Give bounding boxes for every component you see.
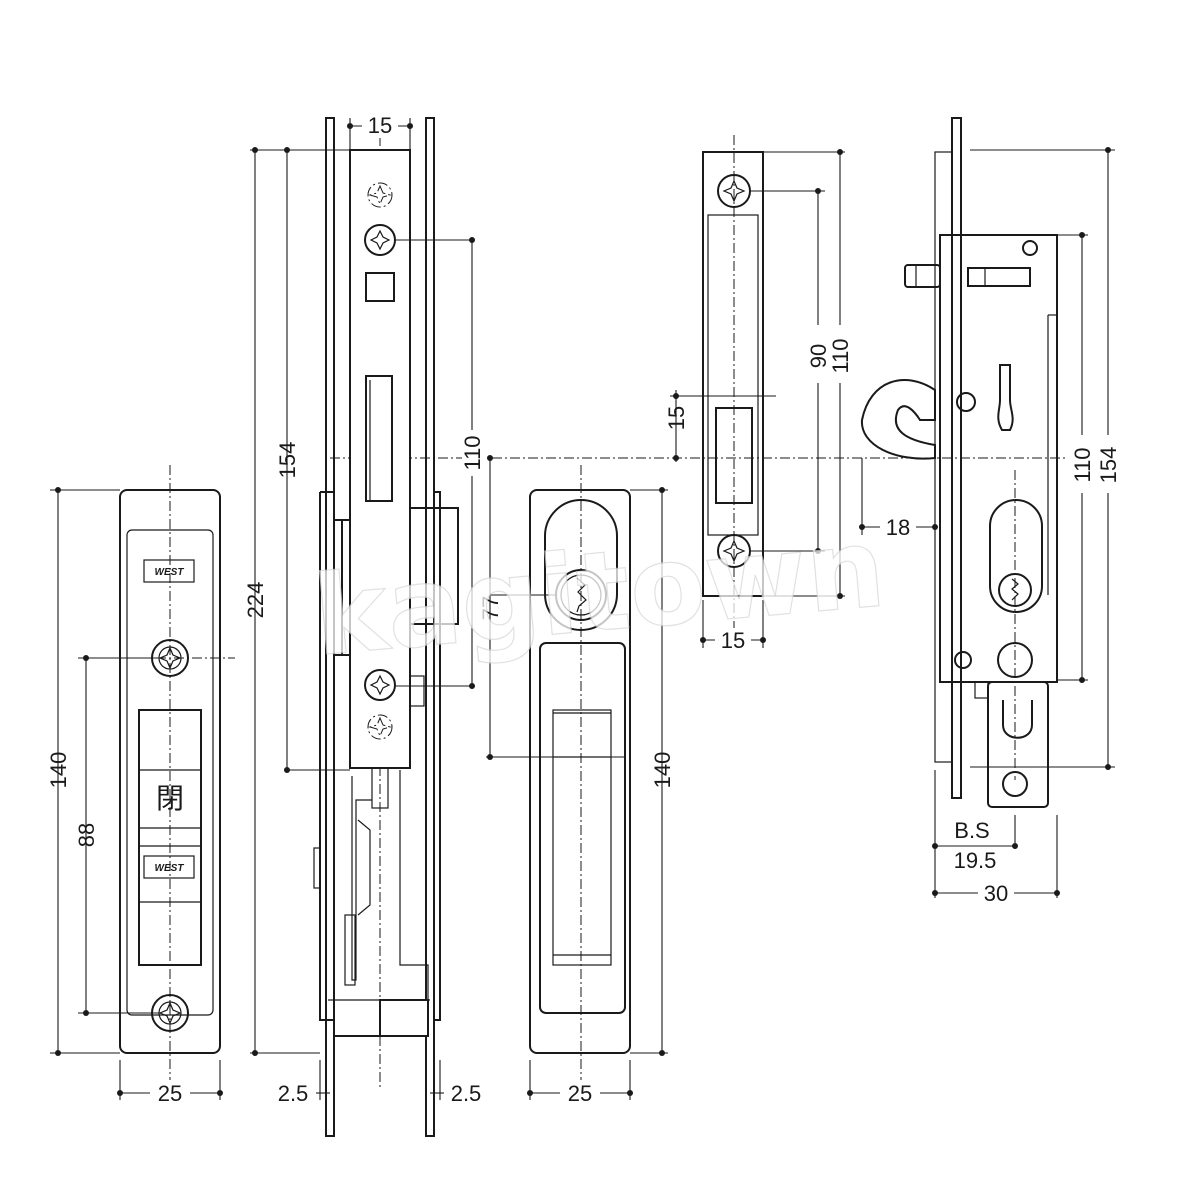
dim-88-screw-pitch: 88 xyxy=(74,823,99,847)
dim-2-5-left: 2.5 xyxy=(278,1081,309,1106)
thumb-turn-slot xyxy=(138,709,202,966)
brand-badge-bottom xyxy=(143,855,195,879)
dim-110-strike: 110 xyxy=(828,338,853,373)
tail-plate xyxy=(987,681,1049,808)
dim-2-5-right: 2.5 xyxy=(451,1081,482,1106)
keep-box xyxy=(409,507,459,625)
dim-90-strike: 90 xyxy=(806,344,831,368)
pull-plate-outline xyxy=(529,489,631,1054)
pull-pocket xyxy=(552,709,612,966)
lock-body-dimensions: 110 154 18 B.S 19.5 30 xyxy=(859,147,1121,906)
dim-18-hook: 18 xyxy=(886,515,910,540)
section-dimensions: 224 154 110 15 2.5 2.5 xyxy=(243,112,485,1106)
dim-110-body: 110 xyxy=(1070,447,1095,482)
screw-icon xyxy=(364,669,396,701)
dim-77: 77 xyxy=(478,596,503,620)
strike-dimensions: 90 110 15 15 xyxy=(664,149,853,654)
slide-slot xyxy=(967,267,1031,287)
cylinder-escutcheon xyxy=(544,499,618,631)
hook-bolt xyxy=(860,379,936,460)
closed-indicator: 閉 xyxy=(156,782,184,815)
section-view xyxy=(313,117,475,1137)
dim-154-section: 154 xyxy=(275,442,300,479)
dim-154-body: 154 xyxy=(1096,447,1121,484)
indoor-handle-view: WEST 閉 WEST xyxy=(119,465,235,1080)
dim-140-indoor: 140 xyxy=(46,752,71,789)
dim-19-5: 19.5 xyxy=(954,848,997,873)
pull-recess xyxy=(539,642,626,1014)
lock-faceplate xyxy=(349,149,411,769)
dim-15-faceplate: 15 xyxy=(368,113,392,138)
brand-badge-top xyxy=(143,559,195,583)
brand-badge-top-text: WEST xyxy=(155,567,185,578)
dim-140-pull: 140 xyxy=(650,752,675,789)
strike-plate-view xyxy=(702,135,825,650)
dim-25-pull: 25 xyxy=(568,1081,592,1106)
outdoor-pull-view xyxy=(490,465,631,1080)
dim-224: 224 xyxy=(243,582,268,619)
strike-plate-outline xyxy=(702,151,764,597)
cylinder-slot xyxy=(989,499,1043,613)
dead-pin xyxy=(904,264,941,288)
dim-15-strike-width: 15 xyxy=(721,628,745,653)
dim-25-indoor: 25 xyxy=(158,1081,182,1106)
lock-body-view xyxy=(860,117,1058,808)
dim-bs-label: B.S xyxy=(954,818,989,843)
frame-plate-right xyxy=(425,117,435,1137)
dim-30: 30 xyxy=(984,881,1008,906)
brand-badge-bottom-text: WEST xyxy=(155,863,185,874)
latch-window xyxy=(365,272,395,302)
latch-bolt xyxy=(365,375,393,502)
indoor-dimensions: 140 88 25 xyxy=(46,487,223,1106)
dim-110-section: 110 xyxy=(460,435,485,470)
strike-slot xyxy=(715,407,753,504)
pull-dimensions: 77 140 25 xyxy=(478,455,675,1106)
dim-15-slot: 15 xyxy=(664,406,689,430)
